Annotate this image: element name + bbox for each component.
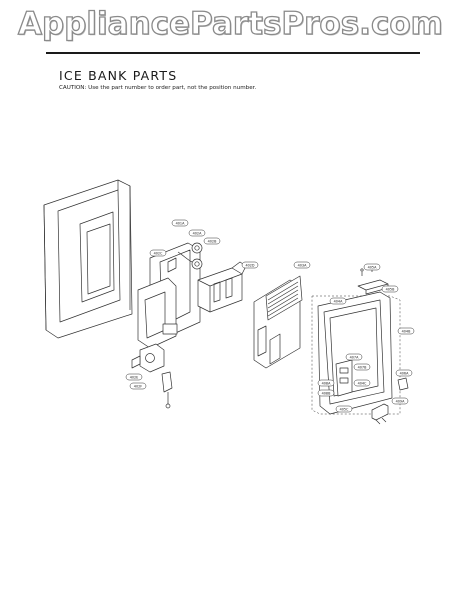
small-cover <box>397 377 409 391</box>
caution-note: CAUTION: Use the part number to order pa… <box>59 85 257 91</box>
ice-bank-cover <box>253 275 303 369</box>
callout-402b: 402B <box>208 240 217 244</box>
callout-402c: 402C <box>154 252 163 256</box>
callout-409a: 409A <box>396 400 405 404</box>
door-assembly <box>317 291 393 415</box>
callout-402e: 402E <box>130 376 139 380</box>
callout-402a: 402A <box>193 232 202 236</box>
callout-404a: 404A <box>334 300 343 304</box>
ice-maker <box>197 261 247 313</box>
ice-bank-housing <box>43 179 133 339</box>
auger-motor <box>131 343 173 409</box>
callout-401a: 401A <box>176 222 185 226</box>
callout-404c: 404C <box>358 382 367 386</box>
header-rule <box>46 52 420 54</box>
callout-405c: 405C <box>340 408 349 412</box>
callout-404b: 404B <box>402 330 411 334</box>
callout-406a: 406A <box>400 372 409 376</box>
callout-403a: 403A <box>298 264 307 268</box>
callout-labels: 401A 402A 402B 402C 402D 402E 402F 403A … <box>125 219 415 413</box>
ice-maker-frame <box>137 242 203 349</box>
callout-408b: 408B <box>322 392 331 396</box>
watermark-logo: AppliancePartsPros.com <box>17 5 443 42</box>
callout-405a: 405A <box>368 266 377 270</box>
door-assembly-bracket <box>311 295 401 415</box>
callout-402d: 402D <box>245 264 254 268</box>
page-title: ICE BANK PARTS <box>59 68 178 83</box>
callout-402f: 402F <box>134 385 142 389</box>
callout-405b: 405B <box>386 288 395 292</box>
callout-408a: 408A <box>322 382 331 386</box>
callout-407b: 407B <box>358 366 367 370</box>
callout-407a: 407A <box>350 356 359 360</box>
latch <box>371 403 389 425</box>
